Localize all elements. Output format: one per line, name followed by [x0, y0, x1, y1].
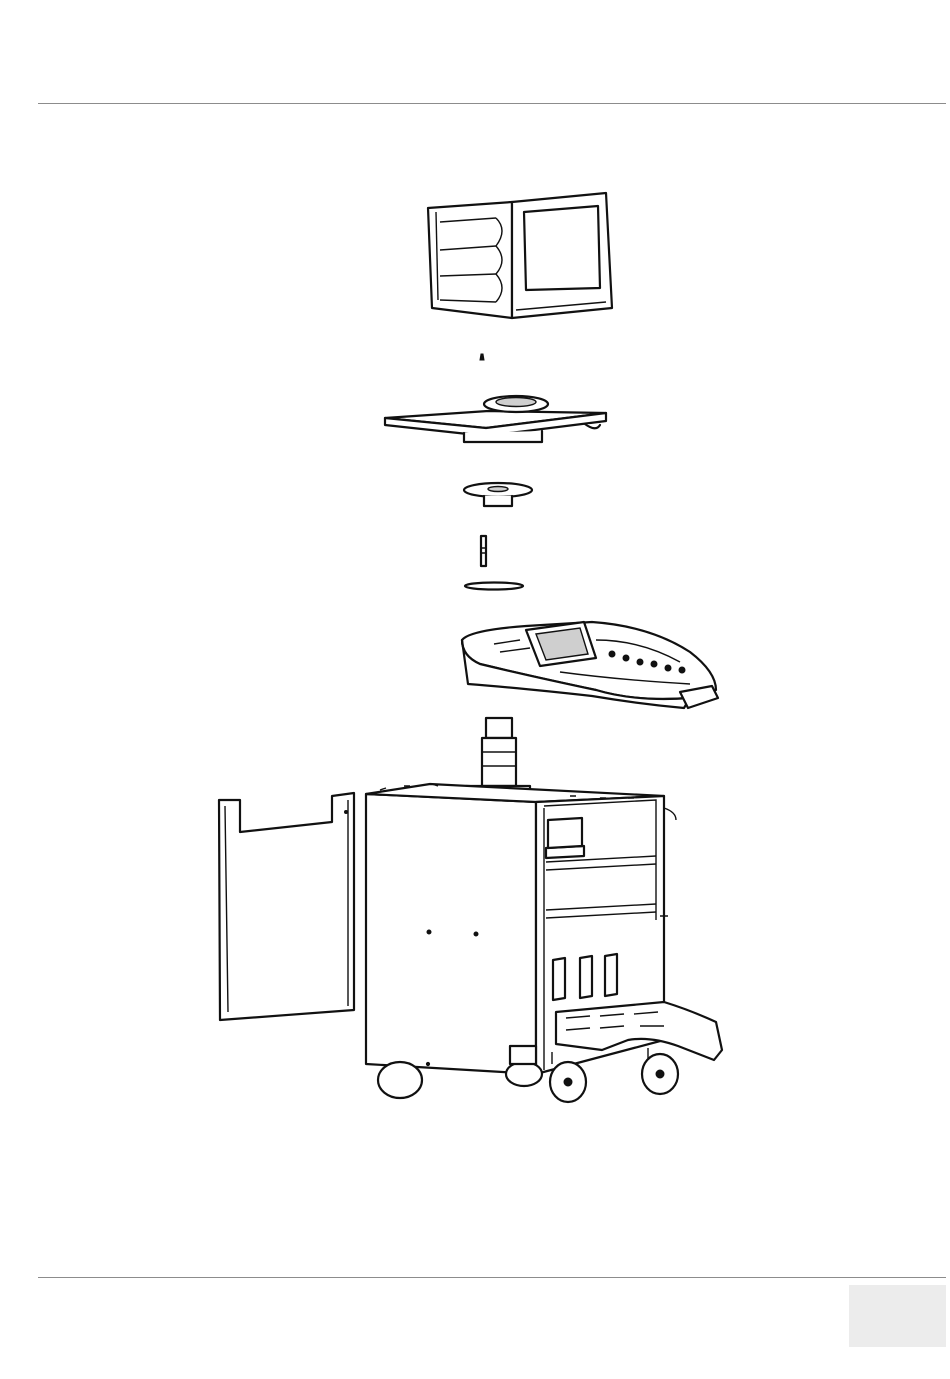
- monitor: [428, 193, 612, 318]
- washer: [465, 583, 523, 590]
- page-number-tab: [849, 1285, 946, 1347]
- column: [466, 718, 530, 796]
- monitor-mounting-plate: [385, 396, 606, 442]
- footer-rule: [38, 1277, 946, 1278]
- side-panel: [219, 793, 354, 1020]
- flange: [464, 483, 532, 506]
- pin: [480, 536, 487, 566]
- screw: [480, 354, 484, 360]
- control-panel: [462, 622, 718, 708]
